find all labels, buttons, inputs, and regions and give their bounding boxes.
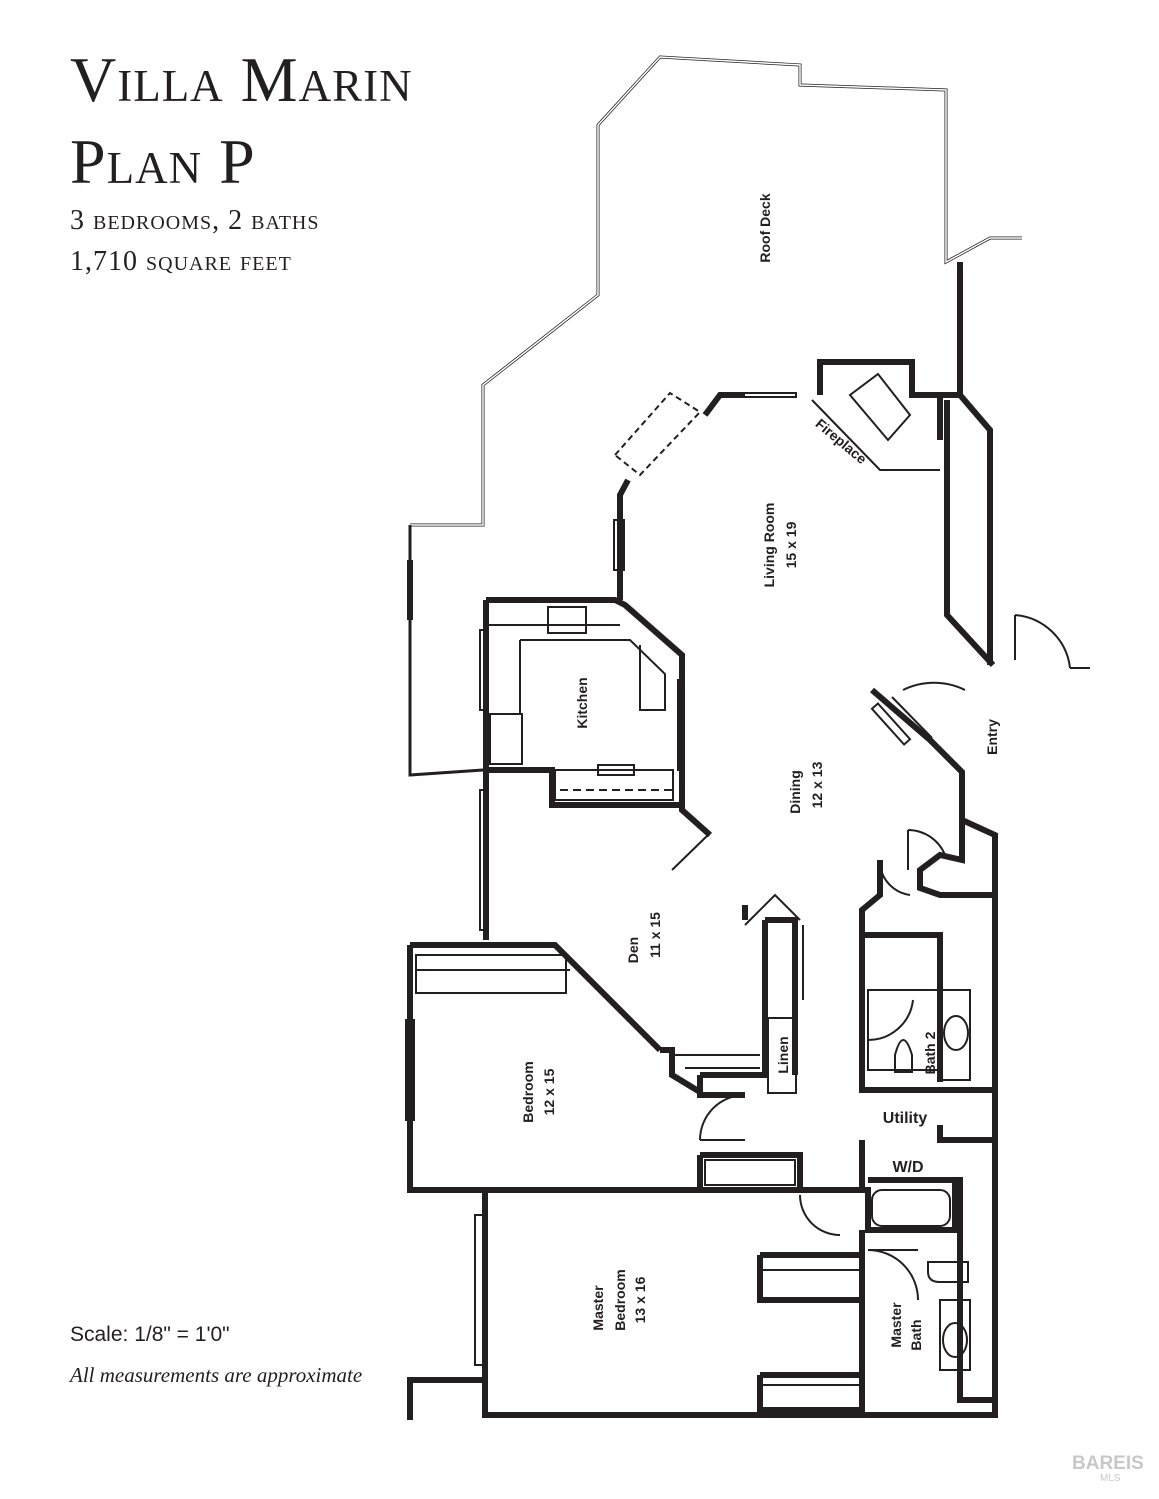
bed-bath-count: 3 bedrooms, 2 baths <box>70 205 320 236</box>
label-linen: Linen <box>775 1036 791 1073</box>
label-master-bedroom: Master <box>590 1285 606 1331</box>
label-bath-2: Bath 2 <box>922 1031 938 1074</box>
label-utility: Utility <box>883 1110 928 1127</box>
label-bedroom: Bedroom <box>520 1061 536 1122</box>
label-master-bath-2: Bath <box>908 1319 924 1350</box>
label-den: Den <box>625 937 641 963</box>
label-bedroom-size: 12 x 15 <box>541 1068 557 1115</box>
label-roof-deck: Roof Deck <box>757 193 773 262</box>
watermark-logo-sub: MLS <box>1100 1473 1121 1484</box>
label-kitchen: Kitchen <box>574 677 590 728</box>
label-living-room: Living Room <box>761 503 777 588</box>
measurement-disclaimer: All measurements are approximate <box>70 1363 363 1387</box>
square-footage: 1,710 square feet <box>70 246 292 277</box>
label-master-bedroom-2: Bedroom <box>612 1269 628 1330</box>
label-master-bath: Master <box>888 1302 904 1348</box>
plan-name: Plan P <box>70 126 256 197</box>
label-dining-size: 12 x 13 <box>809 761 825 808</box>
watermark-logo: BAREIS <box>1072 1453 1144 1474</box>
label-wd: W/D <box>892 1159 923 1176</box>
label-living-room-size: 15 x 19 <box>783 521 799 568</box>
label-entry: Entry <box>984 719 1000 755</box>
roof-deck-outline <box>407 55 1022 777</box>
scale-note: Scale: 1/8" = 1'0" <box>70 1323 230 1346</box>
label-dining: Dining <box>787 770 803 814</box>
fixtures-and-doors <box>405 372 1090 1386</box>
label-fireplace: Fireplace <box>813 415 871 467</box>
label-master-bedroom-size: 13 x 16 <box>632 1276 648 1323</box>
plan-title: Villa Marin <box>70 44 413 115</box>
label-den-size: 11 x 15 <box>647 912 663 958</box>
